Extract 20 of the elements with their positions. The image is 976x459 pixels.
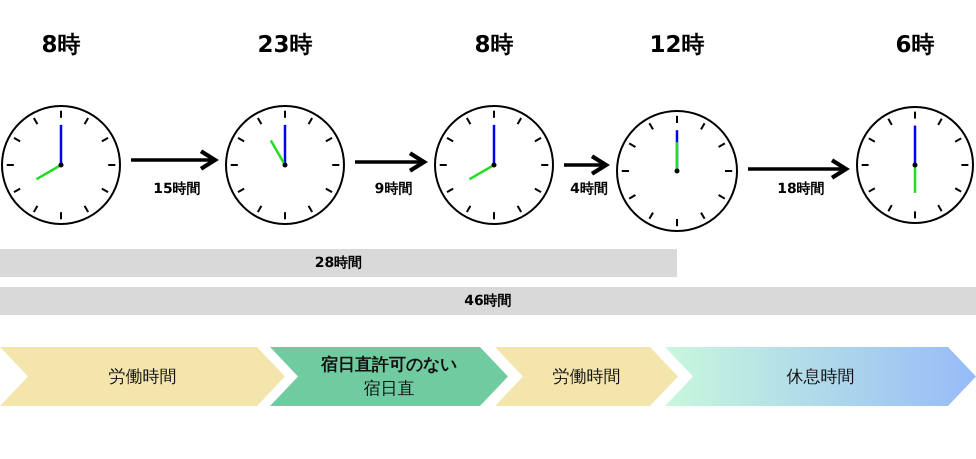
arrow: [748, 158, 848, 180]
duration-bar: 28時間: [0, 249, 677, 277]
arrow: [564, 154, 608, 176]
edge-label: 15時間: [152, 180, 202, 198]
band-label: 宿日直許可のない: [321, 354, 457, 376]
time-label: 8時: [42, 31, 80, 60]
arrow: [355, 151, 426, 173]
duration-bar: 46時間: [0, 287, 976, 315]
arrow: [131, 149, 218, 171]
time-label: 12時: [650, 31, 704, 60]
band-label: 労働時間: [108, 366, 176, 388]
time-label: 6時: [896, 31, 934, 60]
edge-label: 18時間: [776, 180, 826, 198]
band-label: 宿日直: [364, 378, 414, 400]
edge-label: 4時間: [569, 180, 609, 198]
band-label: 労働時間: [552, 366, 620, 388]
time-label: 23時: [258, 31, 312, 60]
edge-label: 9時間: [374, 180, 414, 198]
band-label: 休息時間: [786, 366, 854, 388]
time-label: 8時: [474, 31, 514, 60]
